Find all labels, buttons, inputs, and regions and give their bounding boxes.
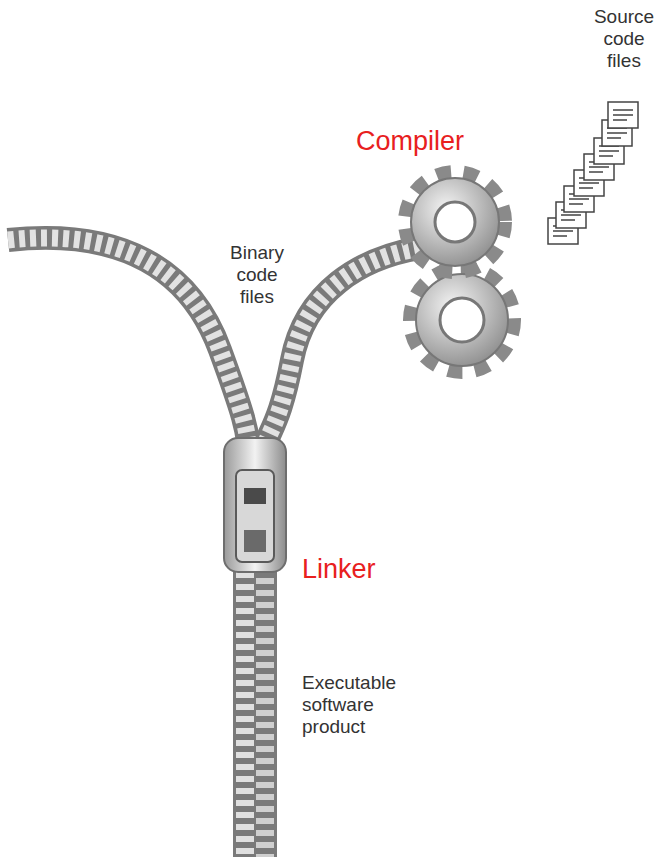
right-strand (262, 248, 420, 455)
left-strand (8, 238, 250, 455)
files-label: Source code files (590, 6, 658, 72)
source-file-stack (548, 102, 638, 244)
joined-zipper (245, 560, 265, 857)
files-label: Binary code files (224, 242, 290, 308)
stage-label: Compiler (356, 126, 526, 157)
compiler-gears (407, 174, 512, 370)
zipper-slider (224, 438, 286, 572)
product-label: Executable software product (302, 672, 414, 738)
stage-label: Linker (302, 554, 422, 585)
